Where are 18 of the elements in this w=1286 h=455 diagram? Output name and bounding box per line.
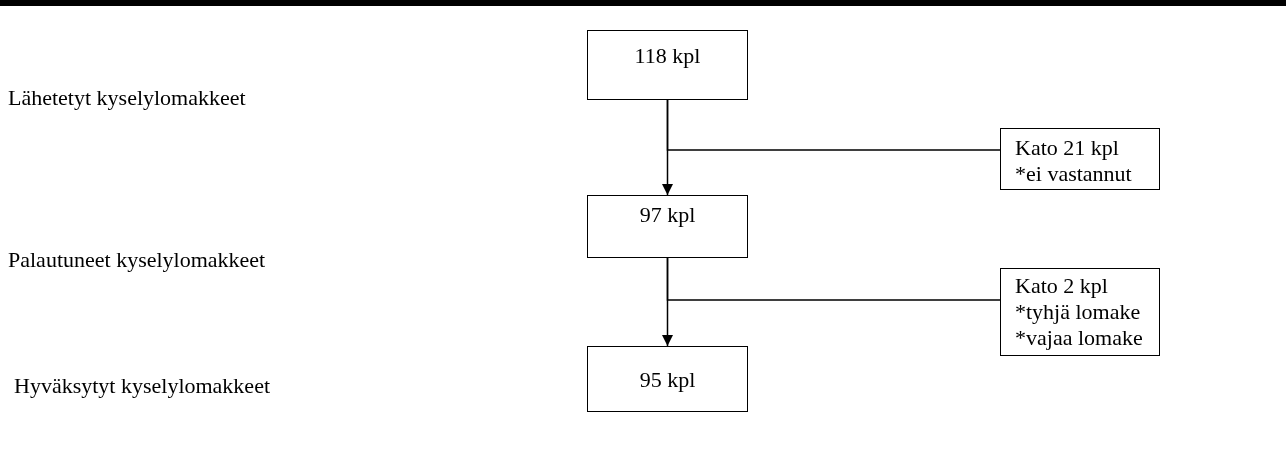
connector-line: [666, 257, 1001, 301]
box-text: Kato 21 kpl: [1015, 135, 1120, 161]
stage-label: Hyväksytyt kyselylomakkeet: [14, 373, 270, 399]
box-text: 95 kpl: [638, 367, 697, 393]
stage-label: Palautuneet kyselylomakkeet: [8, 247, 266, 273]
process-box: [587, 195, 748, 258]
box-text: Kato 2 kpl: [1015, 273, 1109, 299]
stage-label: Lähetetyt kyselylomakkeet: [8, 85, 246, 111]
box-text: 118 kpl: [633, 43, 702, 69]
box-text: *tyhjä lomake: [1015, 299, 1142, 325]
process-box: [587, 346, 748, 412]
process-box: [1000, 128, 1160, 190]
box-text: 97 kpl: [638, 202, 697, 228]
process-box: [1000, 268, 1160, 356]
box-text: *ei vastannut: [1015, 161, 1133, 187]
process-box: [587, 30, 748, 100]
box-text: *vajaa lomake: [1015, 325, 1144, 351]
connector-line: [666, 99, 1001, 151]
